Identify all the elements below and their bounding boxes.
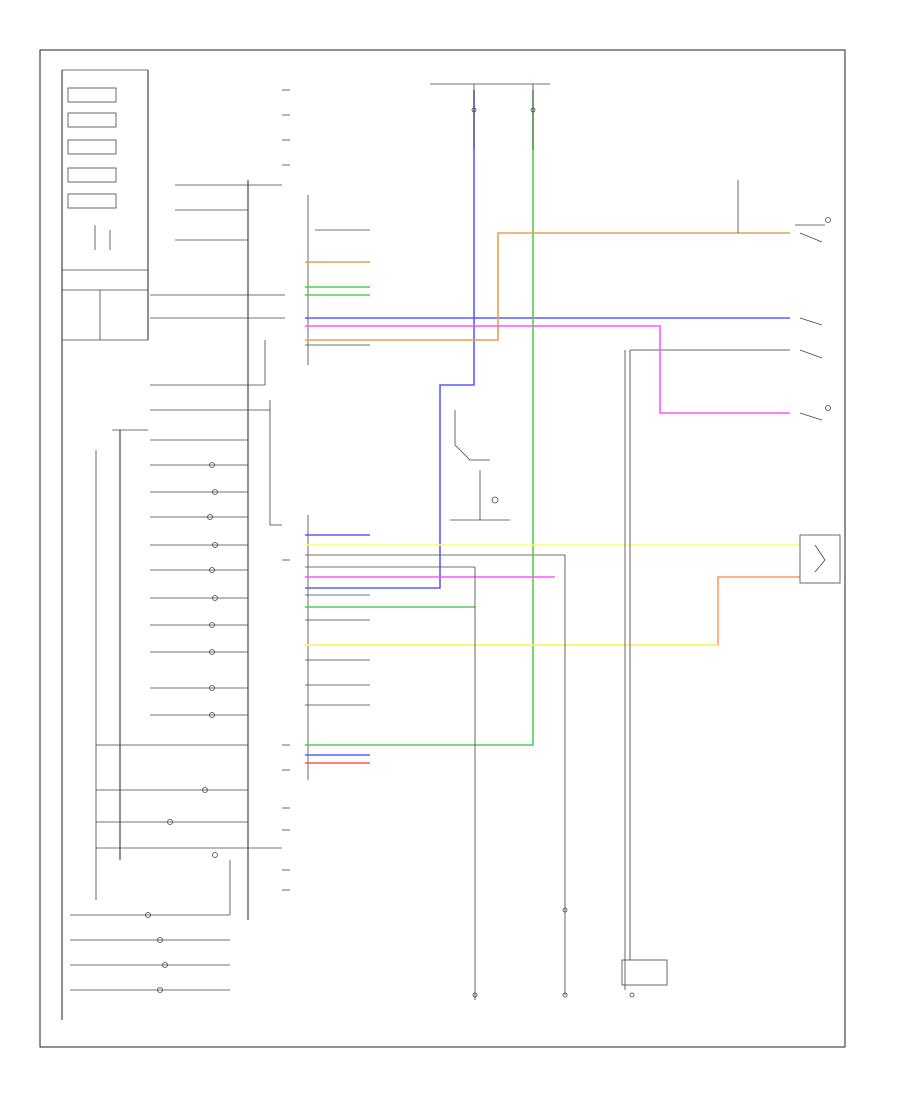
green-wire-main <box>305 90 534 746</box>
lamp-symbols <box>145 462 218 993</box>
ground-icon <box>629 992 635 998</box>
diagram-border <box>39 49 846 1048</box>
gray-wire-ground <box>629 349 790 960</box>
fuse-block <box>430 83 550 150</box>
fuel-sender-unit <box>799 534 841 584</box>
gauge-box <box>67 87 117 103</box>
ground-box <box>621 959 668 986</box>
gauge-box <box>67 167 117 183</box>
sensor-icon <box>491 496 499 504</box>
warning-lamp-column <box>95 180 285 920</box>
ground-icon <box>562 992 568 998</box>
fuse-icon <box>471 107 477 113</box>
right-switches <box>795 217 841 584</box>
gauge-box <box>67 112 117 128</box>
fuse-icon <box>530 107 536 113</box>
ground-icon <box>472 992 478 998</box>
lamp-rows <box>70 400 282 991</box>
connector-ticks <box>282 89 290 891</box>
connector-block-upper <box>307 195 370 365</box>
ground-icon <box>562 907 568 913</box>
pink-wire-main <box>305 325 790 414</box>
gauge-box <box>67 193 117 209</box>
speed-sensor <box>450 410 510 521</box>
switch-icon <box>825 405 831 411</box>
ground-leads <box>472 350 668 1000</box>
orange-wire-pressure-switch <box>305 232 790 341</box>
blue-wire-sensor <box>305 90 475 589</box>
instrument-cluster <box>61 69 149 1020</box>
switch-icon <box>825 217 831 223</box>
connector-block-lower <box>305 515 565 780</box>
gauge-box <box>67 139 117 155</box>
